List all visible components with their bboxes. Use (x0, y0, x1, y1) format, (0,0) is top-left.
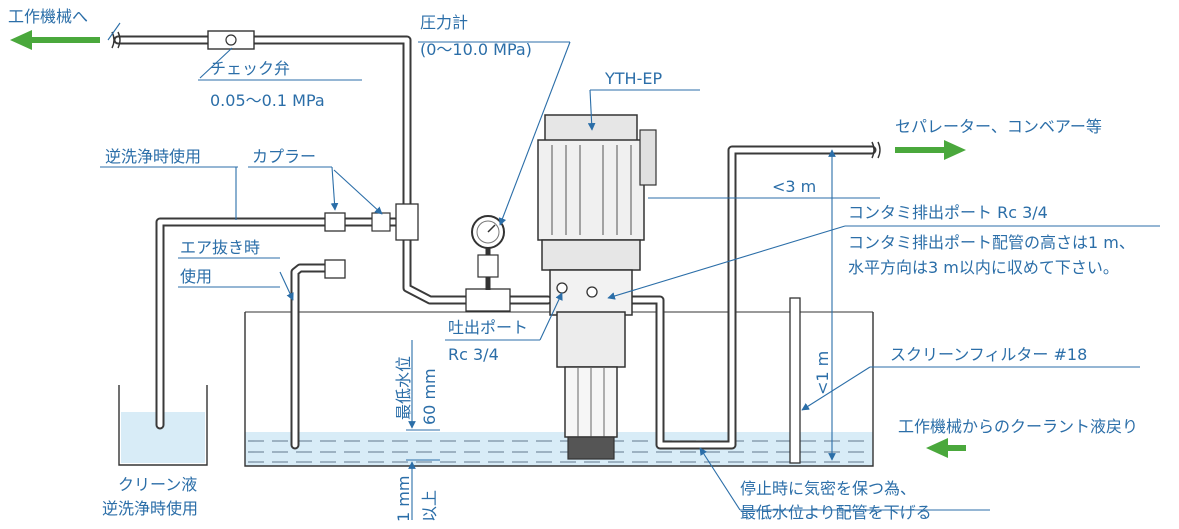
label-contam-port: コンタミ排出ポート Rc 3/4 (848, 203, 1048, 222)
label-screen-filter: スクリーンフィルター #18 (890, 345, 1087, 364)
label-stop-note-2: 最低水位より配管を下げる (740, 503, 932, 522)
label-air-bleed-1: エア抜き時 (180, 238, 260, 257)
label-clean-liquid-2: 逆洗浄時使用 (102, 499, 198, 518)
label-discharge-port: 吐出ポート (448, 318, 528, 337)
pressure-gauge (471, 215, 505, 290)
label-coolant-return: 工作機械からのクーラント液戻り (898, 417, 1138, 436)
flow-arrows (10, 30, 966, 458)
tank-water (245, 432, 873, 466)
pump-unit (537, 114, 657, 460)
label-1mm: 1 mm (394, 476, 413, 522)
screen-filter (567, 436, 615, 460)
label-coupler: カプラー (252, 147, 316, 166)
pump-column (556, 311, 626, 368)
screen-filter-post (789, 297, 801, 464)
label-or-more: 以上 (420, 490, 439, 522)
dimension-lines (406, 149, 836, 520)
motor-flange (541, 239, 641, 271)
tee-fitting (395, 203, 419, 241)
labels: 工作機械へ チェック弁 0.05〜0.1 MPa 圧力計 (0〜10.0 MPa… (8, 7, 1138, 522)
label-min-level: 最低水位 (394, 356, 413, 420)
label-to-separator: セパレーター、コンベアー等 (895, 117, 1102, 136)
label-check-valve-pressure: 0.05〜0.1 MPa (210, 91, 325, 110)
label-pressure-gauge: 圧力計 (420, 13, 468, 32)
coolant-tank (244, 311, 874, 467)
label-backwash-use: 逆洗浄時使用 (105, 147, 201, 166)
label-model: YTH-EP (604, 69, 662, 88)
terminal-box (639, 129, 657, 186)
label-discharge-port-size: Rc 3/4 (448, 345, 499, 364)
label-60mm: 60 mm (420, 368, 439, 425)
fittings (207, 30, 511, 312)
tank-walls (244, 312, 874, 467)
discharge-fitting (465, 288, 511, 312)
contaminant-pipe (625, 145, 877, 450)
label-pressure-gauge-range: (0〜10.0 MPa) (420, 40, 532, 59)
label-stop-note-1: 停止時に気密を保つ為、 (740, 479, 916, 498)
label-lt1m: <1 m (813, 351, 832, 395)
air-bleed-pipe (290, 263, 335, 450)
label-lt3m: <3 m (772, 177, 816, 196)
pipe-break-right (871, 141, 881, 159)
label-air-bleed-2: 使用 (180, 267, 212, 286)
coupler-air-bleed (324, 259, 346, 279)
label-check-valve: チェック弁 (210, 59, 290, 78)
label-clean-liquid-1: クリーン液 (118, 475, 197, 494)
discharge-port-mark (556, 282, 568, 294)
label-to-machine: 工作機械へ (8, 7, 88, 26)
check-valve (207, 30, 255, 50)
leader-lines (100, 22, 1160, 511)
label-contam-note-2: 水平方向は3 m以内に収めて下さい。 (848, 258, 1119, 277)
label-contam-note-1: コンタミ排出ポート配管の高さは1 m、 (848, 233, 1135, 252)
motor-body (537, 139, 645, 241)
coupler-backwash (324, 212, 346, 232)
